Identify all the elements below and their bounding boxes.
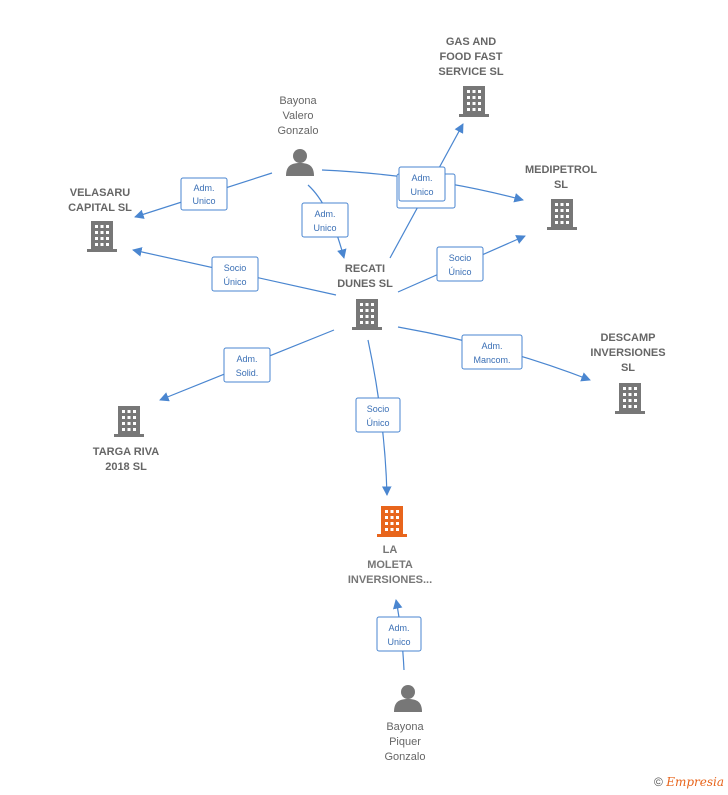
edge-label-gas-food: Adm. Unico (398, 166, 446, 202)
svg-text:TARGA RIVA: TARGA RIVA (93, 446, 159, 458)
svg-text:Socio: Socio (367, 404, 390, 414)
svg-text:INVERSIONES...: INVERSIONES... (348, 574, 432, 586)
svg-text:Bayona: Bayona (279, 95, 317, 107)
edge-label-medipetrol: Socio Único (436, 246, 484, 282)
footer-brand: © Empresia (654, 775, 724, 789)
node-velasaru[interactable]: VELASARU CAPITAL SL (68, 187, 132, 252)
brand-name: Empresia (666, 775, 724, 789)
edge-label-velasaru: Adm. Unico (180, 177, 228, 211)
svg-text:SERVICE SL: SERVICE SL (438, 66, 503, 78)
building-icon (377, 506, 407, 537)
svg-text:CAPITAL SL: CAPITAL SL (68, 202, 132, 214)
svg-text:Piquer: Piquer (389, 736, 421, 748)
svg-text:Bayona: Bayona (386, 721, 424, 733)
svg-text:Adm.: Adm. (388, 623, 409, 633)
edge-label-targa: Adm. Solid. (223, 347, 271, 383)
svg-text:Adm.: Adm. (481, 341, 502, 351)
svg-text:GAS AND: GAS AND (446, 36, 496, 48)
svg-text:Adm.: Adm. (314, 209, 335, 219)
edge-label-velasaru-socio: Socio Único (211, 256, 259, 292)
svg-text:Adm.: Adm. (236, 354, 257, 364)
svg-text:Mancom.: Mancom. (473, 355, 510, 365)
svg-text:Único: Único (223, 277, 246, 287)
edge-label-la-moleta-socio: Socio Único (355, 397, 401, 433)
svg-text:Socio: Socio (449, 253, 472, 263)
edge-label-la-moleta-adm: Adm. Unico (376, 616, 422, 652)
node-descamp[interactable]: DESCAMP INVERSIONES SL (590, 332, 666, 414)
svg-text:SL: SL (554, 179, 568, 191)
building-icon (459, 86, 489, 117)
svg-text:2018 SL: 2018 SL (105, 461, 147, 473)
node-gas-food[interactable]: GAS AND FOOD FAST SERVICE SL (438, 36, 504, 117)
node-targa[interactable]: TARGA RIVA 2018 SL (93, 406, 159, 473)
svg-text:Adm.: Adm. (411, 173, 432, 183)
svg-text:Socio: Socio (224, 263, 247, 273)
svg-text:Valero: Valero (283, 110, 314, 122)
svg-text:Unico: Unico (192, 196, 215, 206)
svg-text:MEDIPETROL: MEDIPETROL (525, 164, 597, 176)
edge-label-descamp: Adm. Mancom. (461, 334, 523, 370)
building-icon (547, 199, 577, 230)
svg-text:Único: Único (448, 267, 471, 277)
svg-text:SL: SL (621, 362, 635, 374)
building-icon (615, 383, 645, 414)
node-bayona-piquer[interactable]: Bayona Piquer Gonzalo (385, 685, 426, 763)
svg-text:Solid.: Solid. (236, 368, 259, 378)
person-icon (286, 149, 314, 176)
svg-text:LA: LA (383, 544, 398, 556)
node-la-moleta[interactable]: LA MOLETA INVERSIONES... (348, 506, 432, 586)
svg-text:FOOD FAST: FOOD FAST (440, 51, 503, 63)
svg-text:Unico: Unico (387, 637, 410, 647)
building-icon (114, 406, 144, 437)
svg-text:RECATI: RECATI (345, 263, 385, 275)
svg-text:Gonzalo: Gonzalo (385, 751, 426, 763)
svg-text:Gonzalo: Gonzalo (278, 125, 319, 137)
svg-text:MOLETA: MOLETA (367, 559, 413, 571)
copyright-symbol: © (654, 775, 663, 789)
node-recati[interactable]: RECATI DUNES SL (337, 263, 393, 330)
svg-text:VELASARU: VELASARU (70, 187, 131, 199)
svg-text:Adm.: Adm. (193, 183, 214, 193)
edge-label-recati-adm: Adm. Unico (301, 202, 349, 238)
node-medipetrol[interactable]: MEDIPETROL SL (525, 164, 597, 230)
svg-text:Unico: Unico (313, 223, 336, 233)
svg-text:Unico: Unico (410, 187, 433, 197)
svg-text:DUNES SL: DUNES SL (337, 278, 393, 290)
svg-text:INVERSIONES: INVERSIONES (590, 347, 665, 359)
person-icon (394, 685, 422, 712)
svg-text:Único: Único (366, 418, 389, 428)
node-bayona-valero[interactable]: Bayona Valero Gonzalo (278, 95, 319, 176)
building-icon (352, 299, 382, 330)
building-icon (87, 221, 117, 252)
svg-text:DESCAMP: DESCAMP (600, 332, 655, 344)
